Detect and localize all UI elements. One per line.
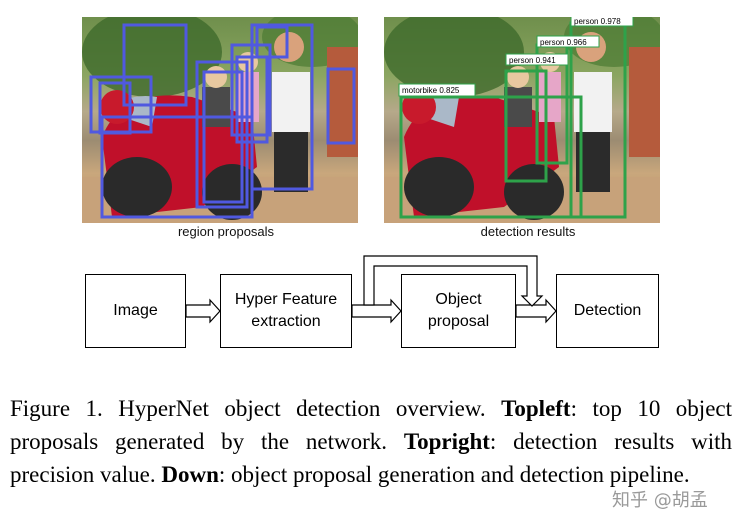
caption-figure-text: Figure 1. HyperNet object detection over…	[10, 396, 502, 421]
region-proposals-label: region proposals	[177, 224, 275, 239]
caption-topleft-text: : top 10 object proposals generated by t…	[10, 396, 733, 454]
arrow-image-to-hyper	[185, 298, 221, 324]
pipeline-detection-box: Detection	[556, 274, 659, 348]
pipeline-detection-label: Detection	[573, 302, 642, 319]
pipeline-hyper-feature-label: Hyper Feature extraction	[234, 291, 338, 330]
detection-results-label: detection results	[480, 224, 576, 239]
detection-label-person-2: person 0.966	[536, 35, 600, 48]
region-proposals-scene	[82, 17, 358, 223]
caption-topleft-label: Topleft	[501, 396, 571, 421]
svg-text:person 0.978: person 0.978	[574, 17, 621, 26]
pipeline-image-box: Image	[85, 274, 186, 348]
arrow-hyper-to-object	[351, 298, 402, 324]
svg-text:person 0.941: person 0.941	[509, 56, 556, 65]
detection-box-motorbike	[399, 95, 583, 219]
caption-down-label: Down	[161, 462, 219, 487]
detection-label-person-3: person 0.941	[505, 53, 569, 66]
caption-topright-label: Topright	[403, 429, 490, 454]
pipeline-image-label: Image	[113, 302, 158, 319]
detection-results-image: person 0.978 person 0.966 person 0.941 m…	[384, 17, 660, 223]
svg-text:person 0.966: person 0.966	[540, 38, 587, 47]
arrow-bypass-to-detection	[363, 255, 544, 307]
pipeline-hyper-feature-box: Hyper Feature extraction	[220, 274, 352, 348]
caption-down-text: : object proposal generation and detecti…	[218, 462, 690, 487]
region-proposals-image	[82, 17, 358, 223]
proposal-boxes	[89, 23, 356, 219]
watermark: 知乎 @胡孟	[612, 490, 708, 511]
detection-results-scene: person 0.978 person 0.966 person 0.941 m…	[384, 17, 660, 223]
pipeline-object-proposal-box: Object proposal	[401, 274, 516, 348]
arrow-object-to-detection	[515, 298, 557, 324]
detection-label-person-1: person 0.978	[570, 17, 634, 27]
caption-topright-text: : detection results with precision value…	[10, 429, 732, 487]
detection-box-person-3	[504, 69, 548, 183]
svg-text:motorbike 0.825: motorbike 0.825	[402, 86, 460, 95]
detection-label-motorbike: motorbike 0.825	[398, 83, 476, 97]
figure-caption: Figure 1. HyperNet object detection over…	[10, 392, 732, 491]
pipeline-object-proposal-label: Object proposal	[427, 291, 490, 330]
